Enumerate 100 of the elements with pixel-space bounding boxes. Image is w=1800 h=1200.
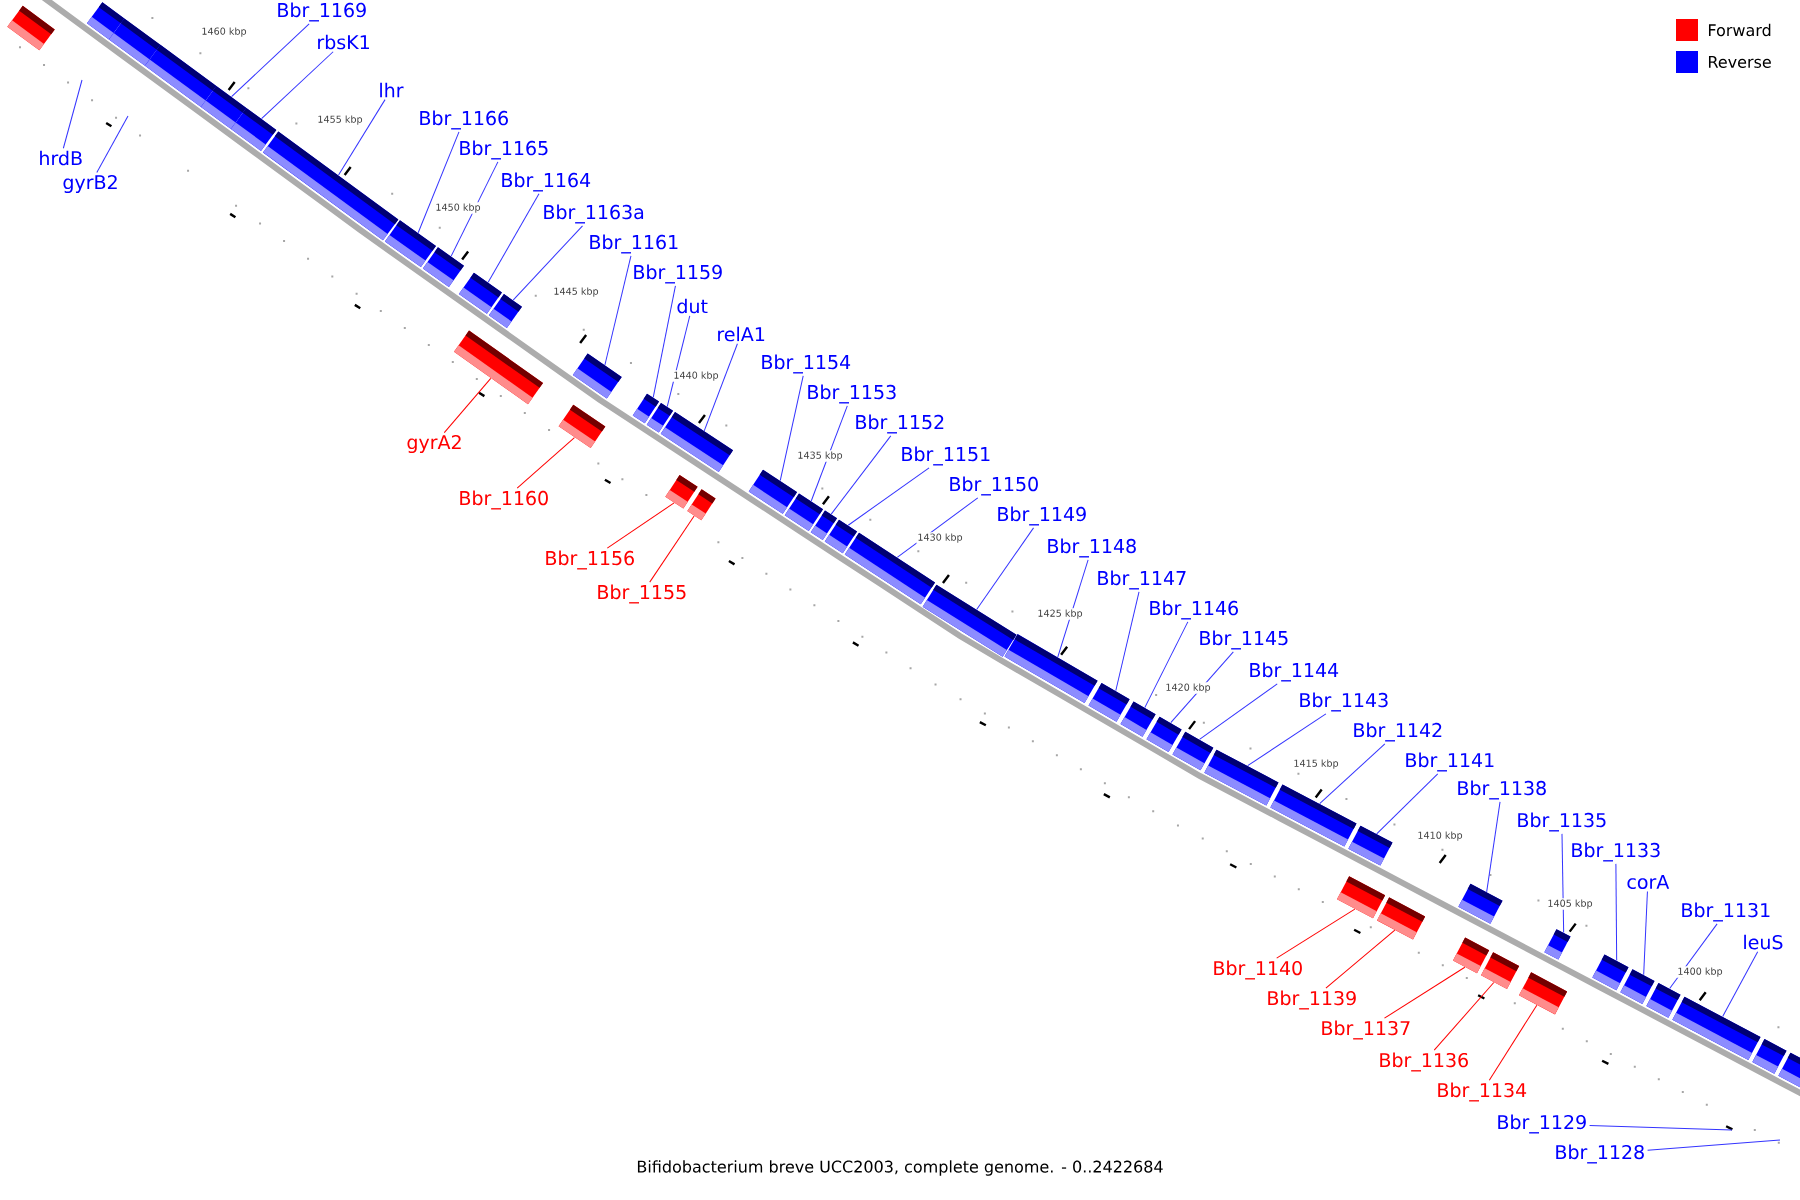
gene-label: corA — [1627, 874, 1670, 890]
gene-label: Bbr_1145 — [1200, 630, 1288, 650]
leader-line — [512, 225, 583, 301]
gene-block — [454, 330, 544, 405]
gene-block — [1592, 954, 1629, 991]
legend-label: Forward — [1709, 23, 1771, 37]
caption: Bifidobacterium breve UCC2003, complete genome. - 0..2422684 — [637, 1160, 1163, 1176]
leader-line — [1561, 833, 1565, 934]
gene-block — [1172, 731, 1214, 771]
gene-label: Bbr_1161 — [590, 234, 678, 254]
leader-line — [443, 377, 492, 434]
gene-label: Bbr_1148 — [1048, 538, 1136, 558]
gene-label: Bbr_1146 — [1150, 600, 1238, 620]
gene-block — [558, 404, 606, 449]
gene-block — [1519, 972, 1568, 1015]
gene-label: Bbr_1151 — [902, 446, 990, 466]
gene-block — [384, 220, 436, 268]
leader-line — [1486, 801, 1501, 893]
gene-block — [1646, 983, 1681, 1018]
gene-block — [1004, 634, 1098, 704]
leader-line — [703, 343, 738, 432]
leader-line — [1433, 982, 1495, 1051]
leader-line — [1643, 891, 1648, 976]
gene-label: Bbr_1155 — [598, 584, 686, 604]
leader-line — [1722, 951, 1759, 1018]
gene-block — [1377, 897, 1426, 940]
leader-line — [1376, 773, 1439, 835]
gene-label: gyrB2 — [63, 174, 117, 194]
gene-label: Bbr_1134 — [1438, 1082, 1527, 1102]
leader-line — [1325, 929, 1396, 989]
legend-label: Reverse — [1709, 56, 1771, 68]
gene-label: Bbr_1129 — [1498, 1114, 1586, 1134]
gene-label: Bbr_1135 — [1518, 812, 1606, 832]
gene-block — [1204, 749, 1279, 806]
gene-block — [1752, 1039, 1787, 1074]
gene-block — [262, 131, 399, 241]
gene-label: Bbr_1165 — [460, 140, 548, 160]
gene-block — [144, 44, 217, 107]
leader-line — [487, 193, 540, 283]
gene-label: Bbr_1150 — [950, 476, 1038, 496]
gene-block — [230, 107, 277, 151]
gene-label: Bbr_1136 — [1380, 1052, 1468, 1072]
leader-line — [604, 255, 632, 366]
gene-block — [1270, 784, 1357, 847]
leader-line — [1669, 923, 1718, 990]
leader-line — [1384, 966, 1466, 1019]
gene-label: Bbr_1154 — [762, 354, 851, 374]
gene-block — [1458, 883, 1503, 924]
gene-block — [1146, 716, 1182, 752]
gene-label: Bbr_1138 — [1458, 780, 1546, 800]
gene-label: rbsK1 — [318, 34, 369, 50]
leader-line — [96, 115, 129, 174]
gene-label: Bbr_1159 — [634, 264, 722, 284]
gene-block — [488, 294, 522, 328]
gene-label: Bbr_1139 — [1268, 990, 1356, 1010]
gene-block — [748, 469, 797, 514]
gene-block — [1453, 937, 1490, 974]
leader-line — [606, 502, 675, 549]
gene-block — [1120, 701, 1156, 737]
gene-label: leuS — [1744, 934, 1783, 950]
gene-block — [687, 489, 716, 521]
gene-block — [665, 474, 698, 509]
gene-block — [422, 247, 464, 287]
gene-label: dut — [677, 298, 708, 314]
gene-block — [660, 412, 733, 472]
gene-block — [1337, 876, 1386, 919]
gene-block — [1481, 952, 1520, 990]
gene-label: Bbr_1156 — [546, 550, 634, 570]
leader-line — [1647, 1139, 1781, 1151]
leader-line — [830, 435, 892, 515]
gene-label: Bbr_1166 — [420, 110, 508, 130]
leader-line — [1115, 591, 1140, 692]
gene-block — [1348, 825, 1393, 866]
gene-label: Bbr_1140 — [1214, 960, 1302, 980]
gene-label: relA1 — [718, 326, 765, 342]
leader-line — [1276, 908, 1356, 959]
leader-line — [810, 405, 848, 502]
gene-label: Bbr_1152 — [856, 414, 944, 434]
gene-label: Bbr_1128 — [1556, 1144, 1644, 1164]
gene-label: Bbr_1137 — [1322, 1020, 1410, 1040]
gene-label: Bbr_1143 — [1300, 692, 1388, 712]
gene-block — [1620, 969, 1655, 1004]
gene-label: Bbr_1160 — [460, 490, 548, 510]
leader-line — [1589, 1125, 1733, 1131]
gene-block — [7, 5, 55, 51]
gene-block — [1544, 929, 1571, 960]
gene-block — [1672, 996, 1761, 1060]
leader-line — [666, 315, 691, 408]
leader-line — [649, 515, 695, 583]
leader-line — [516, 437, 575, 489]
gene-label: lhr — [380, 82, 404, 98]
gene-label: hrdB — [40, 150, 82, 166]
leader-line — [652, 285, 676, 398]
gene-label: Bbr_1163a — [544, 204, 644, 224]
leader-line — [1488, 1004, 1538, 1081]
gene-block — [922, 584, 1017, 657]
gene-label: Bbr_1144 — [1250, 662, 1339, 682]
gene-label: Bbr_1153 — [808, 384, 896, 404]
leader-line — [779, 375, 804, 482]
gene-label: Bbr_1147 — [1098, 570, 1186, 590]
